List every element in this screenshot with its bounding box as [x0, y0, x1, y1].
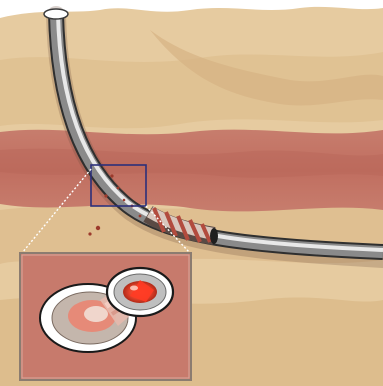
debris-particle	[123, 199, 126, 202]
debris-particle	[96, 226, 100, 230]
debris-particle	[139, 215, 142, 218]
exit-hole-shine	[130, 286, 138, 291]
debris-particle	[110, 174, 113, 177]
entry-hole-core	[84, 306, 108, 322]
pipe-top-opening	[44, 9, 68, 19]
perforation-detail-inset	[20, 253, 191, 380]
debris-particle	[117, 187, 120, 190]
debris-particle	[88, 232, 91, 235]
pipe-joint	[210, 228, 218, 244]
debris-particle	[104, 194, 107, 197]
